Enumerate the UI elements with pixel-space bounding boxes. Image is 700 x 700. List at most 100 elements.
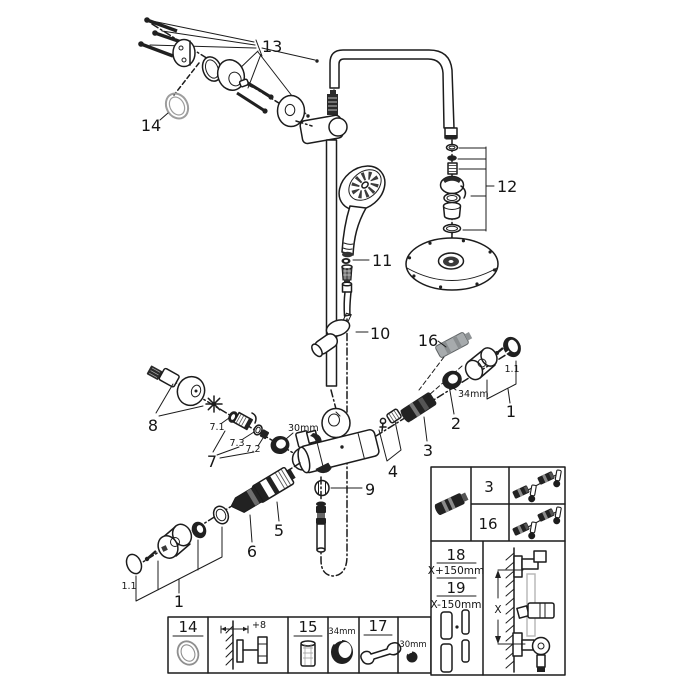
callout-1-1-right: 1.1 xyxy=(504,364,519,375)
callout-10: 10 xyxy=(370,324,390,343)
star-washer xyxy=(205,395,223,413)
arm-end-fitting xyxy=(444,127,458,140)
rail-pipe-long-bottom xyxy=(440,643,453,673)
nut-34mm xyxy=(442,370,462,390)
nut-30mm xyxy=(270,435,290,455)
o-ring-inner xyxy=(446,195,458,201)
grub-screw xyxy=(147,550,157,559)
hose-routing-axis xyxy=(320,318,348,577)
dim-arrowheads xyxy=(495,570,501,644)
part-3 xyxy=(400,392,437,423)
top-holder-arm xyxy=(521,558,539,570)
dim-extension-lines xyxy=(497,569,526,645)
top-holder-flange xyxy=(513,555,523,578)
callout-1-right: 1 xyxy=(506,402,516,421)
callout-7-2: 7.2 xyxy=(245,444,260,455)
stop-7-2 xyxy=(259,429,270,440)
leader-14 xyxy=(159,112,169,121)
alignment-dot xyxy=(306,114,310,118)
dim-plus8: +8 xyxy=(252,620,266,631)
knob-disc xyxy=(176,375,206,407)
hand-shower-handle xyxy=(341,205,367,256)
panel-callout-15: 15 xyxy=(298,618,317,636)
panel-dim-34mm: 34mm xyxy=(328,627,355,637)
tool-panel: 14 +8 15 34mm 17 30mm xyxy=(167,616,432,674)
callout-9: 9 xyxy=(365,480,375,499)
callout-3: 3 xyxy=(423,441,433,460)
leaders-7x xyxy=(221,417,264,447)
valve-right-parts: 4 3 16 34mm 2 1.1 xyxy=(375,331,521,481)
retainer-ring-right xyxy=(503,336,521,358)
callout-7-3: 7.3 xyxy=(229,438,244,449)
hand-shower: 11 xyxy=(320,165,392,577)
leader-2 xyxy=(449,390,455,415)
callout-16: 16 xyxy=(418,331,438,350)
wall-flange xyxy=(276,94,306,128)
body-mark xyxy=(340,445,344,449)
rail-pipe-short-bottom xyxy=(461,639,470,663)
slider-knob xyxy=(311,333,339,358)
comb-1-right xyxy=(486,360,517,404)
callout-4: 4 xyxy=(388,462,398,481)
leader-34mm xyxy=(451,386,457,391)
service-dim-18: X+150mm xyxy=(428,565,485,577)
o-ring-7-3-inner xyxy=(255,426,261,434)
wrench-icon xyxy=(360,642,402,665)
wall-offset-cell: +8 xyxy=(220,620,268,670)
rain-shower-plate xyxy=(405,237,499,291)
dark-knob xyxy=(191,521,207,539)
thread-nipple xyxy=(447,162,458,175)
check-valve-part xyxy=(434,492,469,516)
comb-8 xyxy=(155,383,204,417)
service-callout-16: 16 xyxy=(478,515,497,533)
top-holder-head xyxy=(533,550,547,563)
callout-5: 5 xyxy=(274,521,284,540)
thermostat-valve-body: 9 xyxy=(295,407,380,553)
service-icons-row-16 xyxy=(512,506,564,541)
washer xyxy=(447,155,457,161)
riser-tee-holder xyxy=(299,114,348,145)
leader-5 xyxy=(276,501,280,522)
riser-rail xyxy=(325,139,338,387)
rail-valve-axis xyxy=(330,389,337,410)
panel-oring-inner xyxy=(180,644,196,662)
callout-1-left: 1 xyxy=(174,592,184,611)
union-dome xyxy=(216,59,254,91)
grub-screw-head xyxy=(495,351,499,355)
panel-part-30mm xyxy=(406,651,418,663)
o-ring-inner xyxy=(204,59,220,79)
valve-ball-center xyxy=(537,642,545,650)
rail-length-cell: 18 X+150mm 19 X-150mm xyxy=(428,546,485,673)
spacer-ring xyxy=(212,505,230,525)
callout-13: 13 xyxy=(262,37,282,56)
wall-union-assembly: 14 13 xyxy=(138,17,319,135)
mounting-height-cell: X xyxy=(494,547,555,673)
callout-7-1: 7.1 xyxy=(209,422,224,433)
hose-fitting xyxy=(341,281,353,293)
hand-shower-head xyxy=(338,165,386,211)
comb-1-left xyxy=(135,526,223,602)
grub-screw-head xyxy=(144,556,150,562)
slider-body-mini xyxy=(527,602,555,619)
callout-12: 12 xyxy=(497,177,517,196)
cover-oval xyxy=(125,553,143,575)
dim-30mm: 30mm xyxy=(288,423,319,434)
o-ring xyxy=(445,143,459,152)
comb-13 xyxy=(149,20,263,89)
panel-nut-34mm xyxy=(331,639,353,664)
shower-arm-riser xyxy=(295,49,455,410)
rail-slider: 10 xyxy=(311,312,390,358)
rail-pipe-long-top xyxy=(440,611,453,640)
hose-end xyxy=(343,291,352,317)
part-4 xyxy=(379,417,387,432)
shower-arm xyxy=(329,49,455,129)
alignment-dot xyxy=(315,59,319,63)
leader-16 xyxy=(437,340,447,348)
service-dim-x: X xyxy=(494,604,501,616)
lower-left-parts: 5 6 1.1 1 xyxy=(121,462,301,611)
panel-callout-17: 17 xyxy=(368,617,387,635)
valve-cylinder xyxy=(297,429,380,474)
sleeve-nut xyxy=(442,201,462,220)
